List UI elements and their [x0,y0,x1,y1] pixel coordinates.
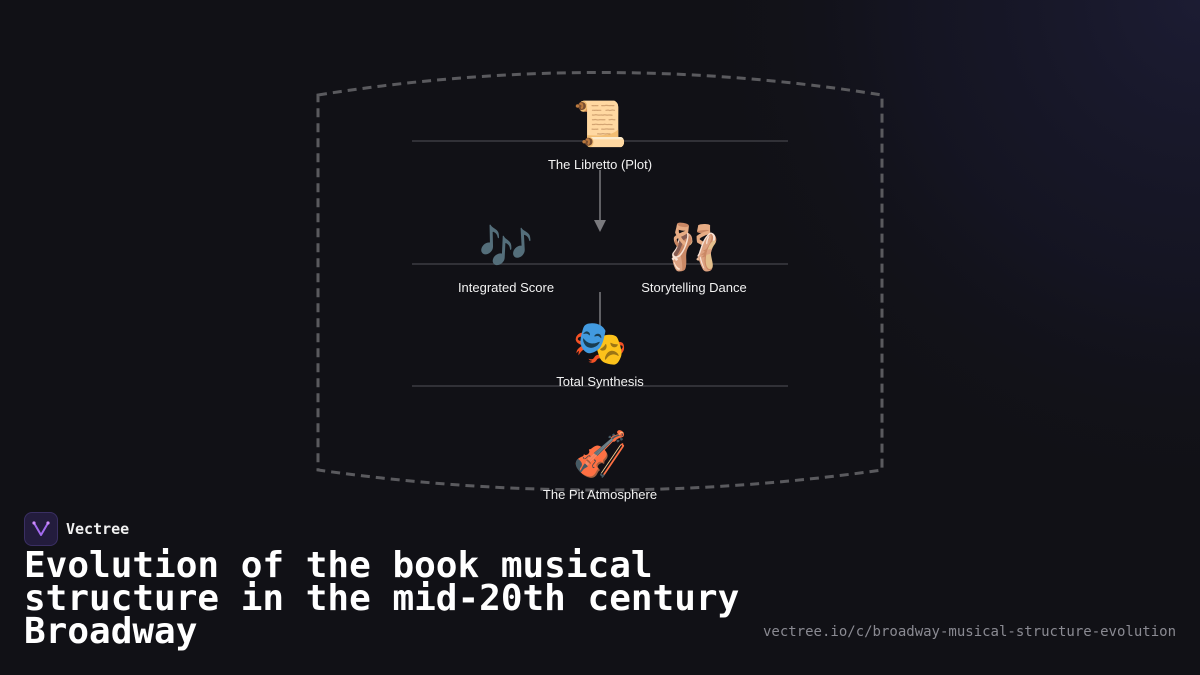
music-notes-icon: 🎶 [478,222,534,273]
vectree-logo-icon [24,512,58,546]
ballet-shoes-icon: 🩰 [666,222,722,273]
node-label-synthesis: Total Synthesis [556,374,644,389]
source-url[interactable]: vectree.io/c/broadway-musical-structure-… [762,624,1176,640]
brand-name: Vectree [66,520,130,538]
violin-icon: 🎻 [572,429,628,480]
node-label-score: Integrated Score [457,280,555,295]
node-label-pit: The Pit Atmosphere [542,487,658,502]
page-title: Evolution of the book musical structure … [24,545,740,652]
theater-masks-icon: 🎭 [572,318,628,369]
arrow-head-icon [594,220,606,232]
node-label-libretto: The Libretto (Plot) [547,157,653,172]
node-label-dance: Storytelling Dance [641,280,747,295]
scroll-icon: 📜 [572,99,628,150]
brand: Vectree [24,512,129,546]
stage-frame [316,71,884,492]
